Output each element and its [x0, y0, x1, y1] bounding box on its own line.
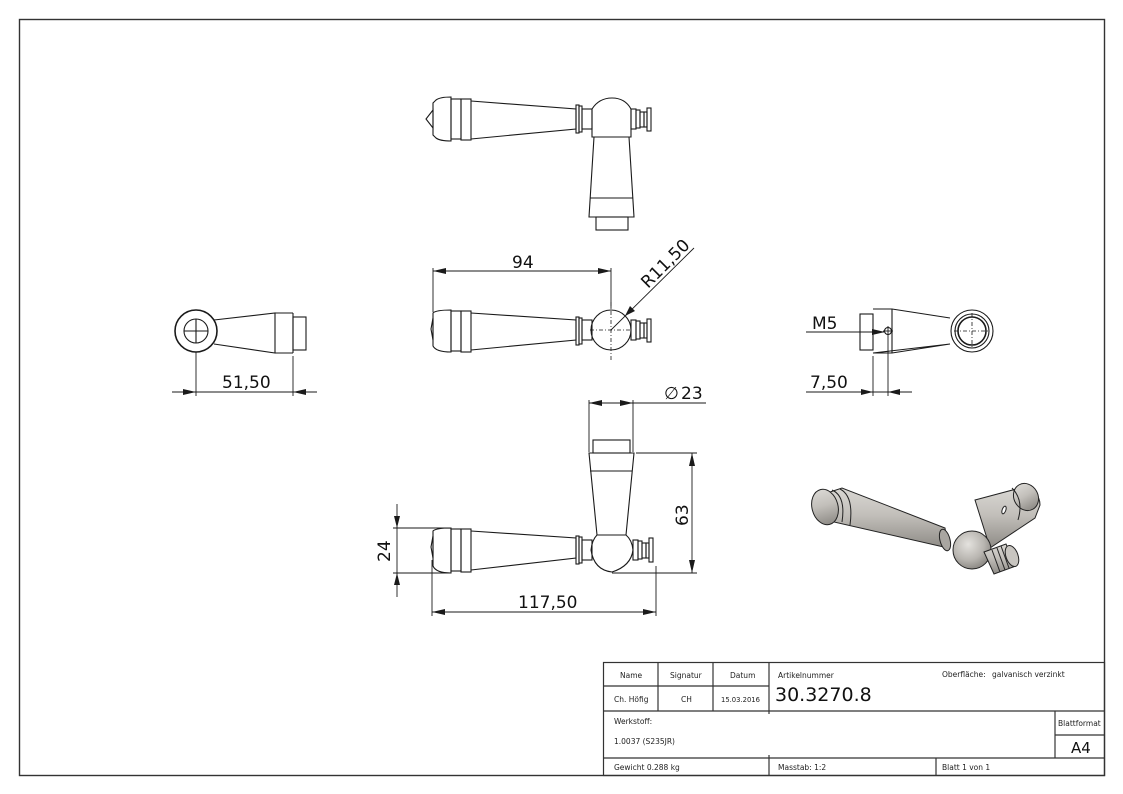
tb-weight: Gewicht 0.288 kg — [614, 763, 680, 772]
top-view — [425, 96, 652, 231]
left-view: 51,50 — [172, 309, 317, 396]
bottom-view: ∅ 23 63 24 117,50 — [375, 384, 706, 616]
tb-article-number-value: 30.3270.8 — [775, 684, 872, 706]
dim-63: 63 — [673, 504, 693, 526]
tb-surface-value: galvanisch verzinkt — [992, 670, 1065, 679]
tb-format-label: Blattformat — [1058, 719, 1101, 728]
tb-header-name: Name — [620, 671, 643, 680]
tb-name-value: Ch. Höfig — [614, 695, 649, 704]
title-block: Name Signatur Datum Artikelnummer Oberfl… — [602, 661, 1106, 777]
tb-header-date: Datum — [730, 671, 755, 680]
front-view: 94 R11,50 — [430, 236, 695, 360]
dim-51-50: 51,50 — [222, 373, 271, 393]
dim-diameter-23: 23 — [681, 384, 703, 404]
tb-scale: Masstab: 1:2 — [778, 763, 826, 772]
dim-r11-50: R11,50 — [637, 236, 694, 293]
dim-7-50: 7,50 — [810, 373, 848, 393]
dim-24: 24 — [375, 540, 395, 562]
tb-header-signature: Signatur — [670, 671, 703, 680]
right-view: M5 7,50 — [806, 308, 994, 396]
sheet-border — [18, 18, 1106, 777]
tb-format-value: A4 — [1071, 739, 1091, 757]
isometric-view — [811, 482, 1041, 575]
tb-date-value: 15.03.2016 — [721, 696, 760, 704]
dim-117-50: 117,50 — [518, 593, 577, 613]
tb-signature-value: CH — [681, 695, 692, 704]
dim-diameter-symbol: ∅ — [664, 384, 679, 404]
tb-header-article-number: Artikelnummer — [778, 671, 835, 680]
dim-m5: M5 — [812, 314, 837, 334]
tb-sheet: Blatt 1 von 1 — [942, 763, 990, 772]
tb-surface-label: Oberfläche: — [942, 670, 986, 679]
tb-material-value: 1.0037 (S235JR) — [614, 737, 675, 746]
dim-94: 94 — [512, 253, 534, 273]
tb-material-label: Werkstoff: — [614, 717, 652, 726]
